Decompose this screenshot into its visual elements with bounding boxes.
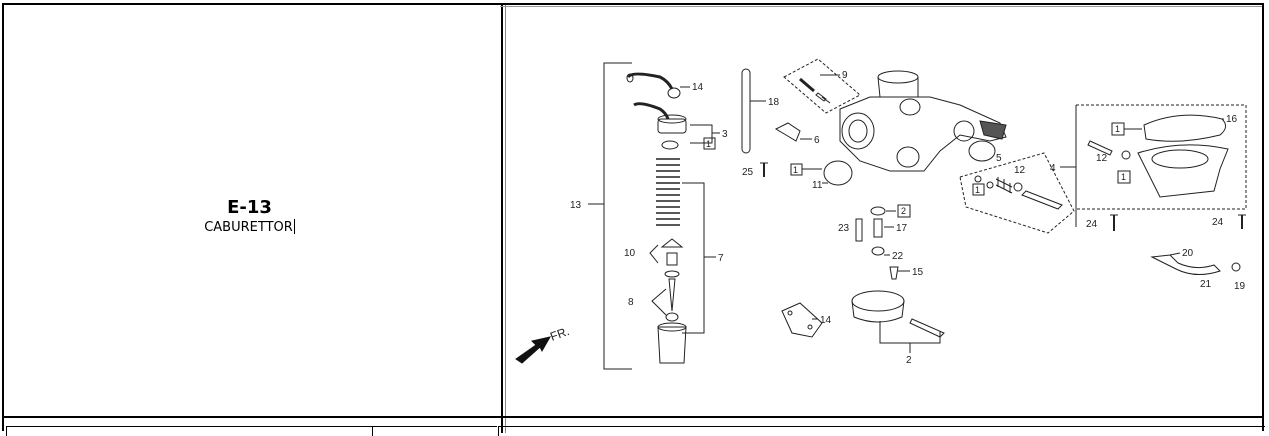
callout-22: 22 — [892, 251, 904, 262]
callout-1-box-b: 1 — [793, 165, 798, 175]
float-chamber-group-box — [1076, 104, 1247, 210]
row-cell-2 — [372, 426, 497, 436]
jet-parts — [855, 206, 899, 280]
drain-tube-part — [1150, 254, 1241, 275]
callout-18: 18 — [768, 97, 780, 108]
column-divider-inner — [505, 5, 506, 433]
float-valve-parts — [974, 175, 1063, 210]
callout-1-box-d: 1 — [1115, 124, 1120, 134]
callout-13: 13 — [570, 200, 582, 211]
callout-24-right: 24 — [1212, 217, 1224, 228]
callout-11: 11 — [812, 180, 823, 191]
section-cell: E-13 CABURETTOR — [2, 3, 497, 415]
next-table-row — [2, 416, 1265, 436]
drain-screw-part — [1087, 140, 1113, 156]
callout-25: 25 — [742, 167, 754, 178]
callout-1-box-c: 1 — [975, 185, 980, 195]
cap-part — [633, 102, 687, 150]
bracket-13 — [603, 62, 632, 370]
lever-bracket-part — [774, 122, 801, 142]
callout-2: 2 — [906, 355, 912, 366]
gasket-part — [1143, 114, 1226, 142]
o-ring-part — [823, 160, 853, 186]
catalog-table — [2, 3, 1264, 433]
callout-10: 10 — [624, 248, 636, 259]
callout-6: 6 — [814, 135, 820, 146]
callout-14-lower: 14 — [820, 315, 832, 326]
callout-12: 12 — [1014, 165, 1026, 176]
callout-17: 17 — [896, 223, 908, 234]
callout-23: 23 — [838, 223, 850, 234]
callout-19: 19 — [1234, 281, 1246, 292]
callout-21: 21 — [1200, 279, 1212, 290]
diagram-cell: 13 14 3 1 7 10 8 — [500, 6, 1262, 417]
needle-part — [664, 270, 680, 322]
callout-7: 7 — [718, 253, 724, 264]
front-direction-arrow — [515, 336, 551, 364]
column-divider — [501, 5, 503, 433]
spring-part — [656, 158, 680, 226]
callout-24: 24 — [1086, 219, 1098, 230]
exploded-parts-diagram: 13 14 3 1 7 10 8 — [515, 58, 1247, 370]
callout-4: 4 — [1050, 163, 1056, 174]
row-cell-3 — [498, 426, 1265, 436]
pilot-screw-part — [799, 77, 831, 104]
direction-label: FR. — [548, 324, 571, 344]
chamber-screw-part-left — [1110, 214, 1118, 231]
float-chamber-part — [1137, 144, 1229, 198]
callout-9: 9 — [842, 70, 848, 81]
screw-part — [760, 162, 768, 177]
callout-16: 16 — [1226, 114, 1238, 125]
section-name-row: CABURETTOR — [2, 219, 497, 235]
callout-2-box: 2 — [901, 206, 906, 216]
carburettor-body-part — [839, 70, 1007, 172]
row-cell-1 — [6, 426, 373, 436]
elbow-fitting-part — [626, 72, 681, 99]
float-part — [851, 290, 945, 338]
callout-20: 20 — [1182, 248, 1194, 259]
callout-1-box: 1 — [706, 139, 711, 149]
vent-tube-part — [741, 68, 751, 154]
callout-5: 5 — [996, 153, 1002, 164]
chamber-screw-part-right — [1238, 214, 1246, 229]
throttle-valve-part — [657, 322, 687, 364]
callout-1-box-e: 1 — [1121, 172, 1126, 182]
plate-part — [781, 302, 823, 338]
text-cursor — [293, 219, 295, 234]
float-valve-group-box — [959, 152, 1075, 234]
screw-group-box — [783, 58, 861, 114]
callout-12-b: 12 — [1096, 153, 1108, 164]
callout-14: 14 — [692, 82, 704, 93]
section-name: CABURETTOR — [204, 220, 293, 235]
needle-clip-part — [660, 238, 684, 266]
callout-3: 3 — [722, 129, 728, 140]
section-code: E-13 — [227, 197, 272, 218]
callout-8: 8 — [628, 297, 634, 308]
callout-15: 15 — [912, 267, 924, 278]
